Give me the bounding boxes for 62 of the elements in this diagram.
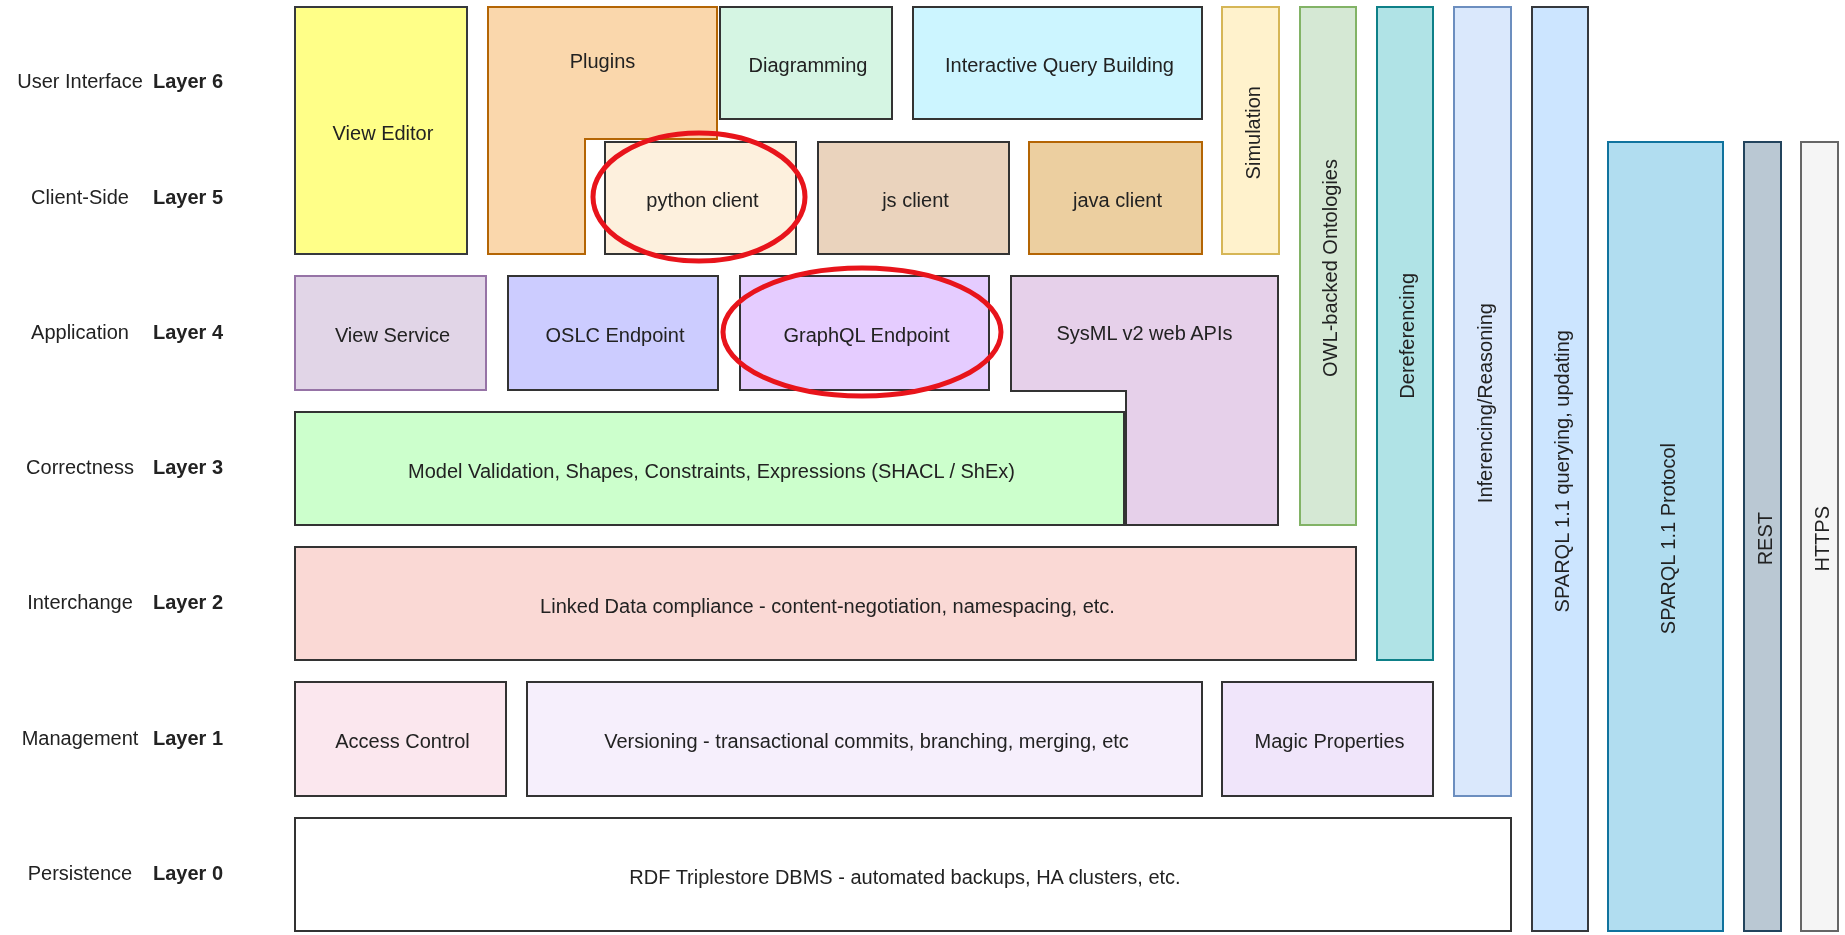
layer-number: Layer 1 [152, 726, 224, 750]
box-label: Magic Properties [1253, 729, 1406, 753]
layer-name: Application [31, 320, 129, 344]
component-box [294, 6, 468, 255]
box-label: SPARQL 1.1 Protocol [1655, 441, 1680, 637]
box-label: Model Validation, Shapes, Constraints, Expressions (SHACL / ShEx) [407, 458, 1016, 483]
component-box [1299, 6, 1357, 526]
layer-name: User Interface [17, 69, 143, 93]
layer-number: Layer 2 [152, 590, 224, 614]
box-label: View Service [333, 323, 452, 347]
box-label: OSLC Endpoint [544, 323, 686, 347]
layer-number: Layer 3 [152, 455, 224, 479]
box-label: js client [880, 188, 950, 212]
box-label: Dereferencing [1395, 271, 1419, 401]
component-box [294, 411, 1125, 526]
component-box [294, 546, 1357, 661]
component-box [1221, 681, 1434, 797]
layer-name: Management [21, 726, 139, 750]
box-label: Diagramming [747, 53, 869, 77]
layer-name: Interchange [27, 590, 133, 614]
box-label: RDF Triplestore DBMS - automated backups, HA clusters, etc. [628, 864, 1182, 889]
component-box [1376, 6, 1434, 661]
component-box [294, 817, 1512, 932]
component-box [1607, 141, 1724, 932]
component-box [294, 681, 507, 797]
box-label: Interactive Query Building [944, 53, 1175, 77]
box-label: Access Control [334, 729, 471, 753]
box-label: python client [645, 188, 760, 212]
box-label: java client [1071, 188, 1163, 212]
layer-name: Persistence [27, 861, 133, 885]
component-box [1800, 141, 1839, 932]
layer-name: Correctness [26, 455, 134, 479]
layer-number: Layer 6 [152, 69, 224, 93]
box-label: SPARQL 1.1 querying, updating [1550, 328, 1574, 615]
component-box [604, 141, 797, 255]
component-box [1028, 141, 1203, 255]
box-label: Linked Data compliance - content-negotiation, namespacing, etc. [539, 593, 1116, 618]
box-label: Versioning - transactional commits, branching, merging, etc [603, 729, 1130, 753]
component-box [1531, 6, 1589, 932]
layer-number: Layer 0 [152, 861, 224, 885]
component-box [739, 275, 990, 391]
box-label: Plugins [568, 49, 637, 73]
box-label: OWL-backed Ontologies [1318, 158, 1342, 379]
layer-number: Layer 4 [152, 320, 224, 344]
component-box [507, 275, 719, 391]
layer-name: Client-Side [31, 185, 129, 209]
component-box [912, 6, 1203, 120]
box-label: GraphQL Endpoint [782, 323, 951, 347]
component-box [1221, 6, 1280, 255]
box-label: REST [1752, 510, 1777, 568]
box-label: Inferencing/Reasoning [1472, 302, 1497, 506]
layer-number: Layer 5 [152, 185, 224, 209]
box-label: HTTPS [1809, 504, 1834, 574]
box-label: Simulation [1240, 84, 1265, 182]
component-box [719, 6, 893, 120]
component-box [1743, 141, 1782, 932]
component-box [1453, 6, 1512, 797]
component-box [817, 141, 1010, 255]
component-box [526, 681, 1203, 797]
box-label: SysML v2 web APIs [1055, 321, 1234, 345]
box-label: View Editor [331, 120, 435, 145]
component-box [294, 275, 487, 391]
